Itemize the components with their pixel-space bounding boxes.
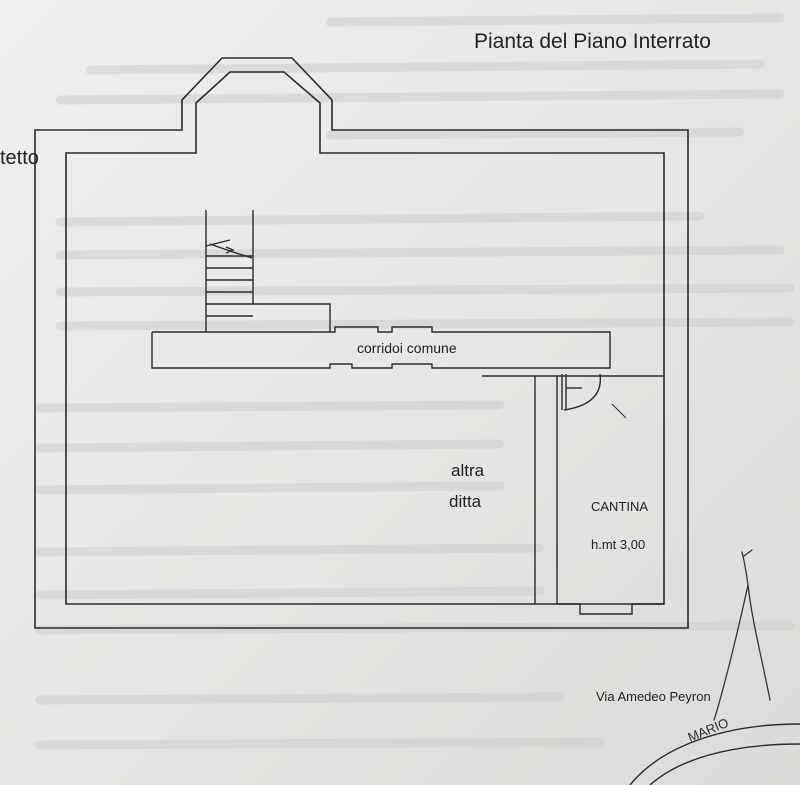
plan-title: Pianta del Piano Interrato: [474, 30, 711, 53]
stair: [205, 210, 254, 332]
outer-wall: [34, 57, 689, 629]
other-company-label-line2: ditta: [449, 492, 482, 511]
cellar-walls: [534, 376, 664, 615]
other-company-label-line1: altra: [451, 461, 485, 480]
section-mark: [611, 403, 627, 419]
edge-label: tetto: [0, 147, 39, 169]
corridor-walls: [151, 303, 664, 377]
inner-wall: [65, 71, 665, 605]
corridor-label: corridoi comune: [357, 340, 457, 356]
stamp-seal: [629, 723, 800, 785]
street-address: Via Amedeo Peyron: [596, 689, 711, 704]
door: [561, 373, 602, 411]
cellar-label: CANTINA: [591, 499, 649, 514]
cellar-height-label: h.mt 3,00: [591, 537, 646, 552]
signature-mark: [713, 549, 771, 721]
